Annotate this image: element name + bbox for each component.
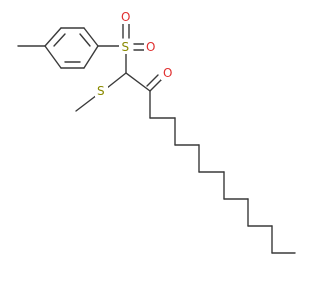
bond-alpha-carbonyl	[125, 72, 151, 92]
alkyl-chain	[149, 90, 296, 254]
sulfonyl-group: S O O	[97, 9, 158, 74]
ketone-o-background	[161, 65, 174, 80]
tolyl-group	[17, 27, 99, 69]
sulfonyl-o-top-atom: O	[121, 10, 130, 24]
thioether-s-background	[95, 83, 108, 97]
ring-bond-1	[44, 27, 62, 47]
sulfonyl-o-top-background	[119, 9, 133, 24]
sulfonyl-o-right-background	[144, 39, 158, 54]
ring-bond-6	[44, 45, 62, 69]
alpha-carbon-substituents: S	[75, 72, 151, 112]
bond-carbonyl-o-double	[146, 74, 159, 87]
sulfonyl-s-atom: S	[122, 40, 130, 54]
carbonyl-group: O	[146, 65, 174, 92]
ring-inner-bond-b	[79, 33, 91, 47]
bond-alpha-thioether-s	[106, 72, 127, 89]
thioether-s-atom: S	[97, 84, 105, 98]
ring-inner-bond-a	[53, 33, 66, 47]
bond-thioether-methyl	[75, 94, 98, 112]
sulfonyl-o-right-atom: O	[146, 40, 155, 54]
bond-carbonyl-o	[149, 78, 163, 92]
ring-bond-3	[83, 27, 99, 47]
ketone-o-atom: O	[163, 66, 172, 80]
molecule-structure: S O O S O	[17, 9, 296, 254]
sulfonyl-s-background	[119, 39, 133, 54]
ring-bond-4	[83, 45, 99, 69]
